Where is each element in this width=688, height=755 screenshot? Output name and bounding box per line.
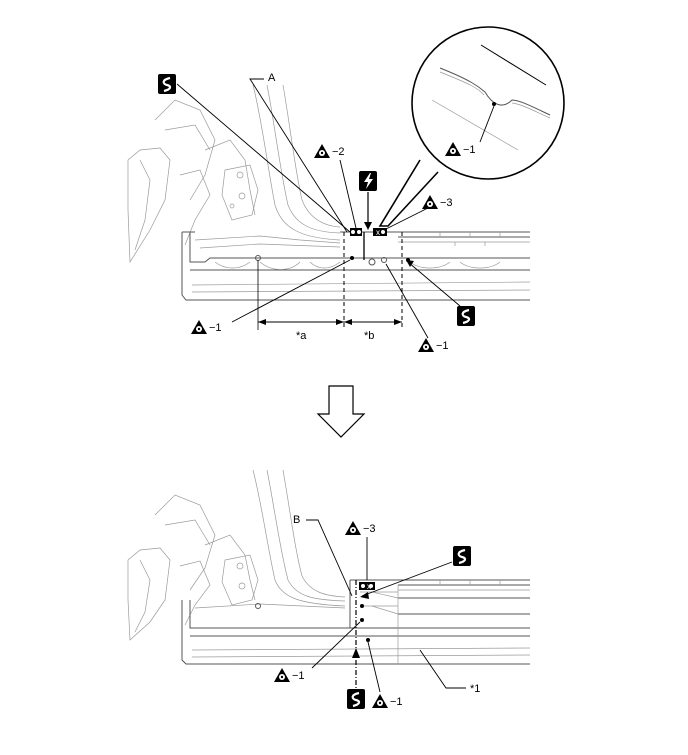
label-a-leader [249, 78, 348, 233]
label-b: B [293, 514, 300, 526]
callout-1-label: −1 [463, 144, 476, 156]
saw-cut-icon [455, 304, 477, 328]
note-1-label: *1 [470, 683, 480, 695]
svg-text:x: x [376, 228, 380, 237]
magnified-detail-bubble [378, 26, 565, 227]
label-a: A [268, 72, 276, 84]
dim-b-label: *b [364, 330, 374, 342]
spot-weld-icon [422, 195, 438, 209]
bottom-callout-left-1-label: −1 [292, 670, 305, 682]
callout-3-label: −3 [440, 197, 453, 209]
callout-left-1-label: −1 [209, 322, 222, 334]
top-rocker-panel [181, 231, 531, 301]
spot-weld-icon [345, 521, 361, 535]
spot-weld-icon [191, 320, 207, 334]
callout-right-1-label: −1 [436, 340, 449, 352]
svg-text:x: x [367, 582, 371, 591]
bottom-callout-right-1-label: −1 [390, 696, 403, 708]
dim-a-label: *a [296, 330, 307, 342]
saw-cut-icon [156, 72, 178, 96]
top-view: x *a *b A [127, 26, 565, 352]
down-arrow-icon [316, 385, 366, 438]
top-cut-lines [257, 232, 403, 330]
spot-weld-icon [418, 338, 434, 352]
top-body-structure [127, 84, 341, 264]
top-weld-points: x [350, 228, 410, 262]
weld-cut-icon [359, 171, 377, 191]
label-b-leader [306, 519, 353, 597]
spot-weld-icon [314, 144, 330, 158]
bottom-view: x B −3 −1 −1 *1 [127, 469, 531, 711]
bottom-callout-3-label: −3 [363, 523, 376, 535]
saw-cut-leader [176, 83, 351, 233]
note-1-leader [419, 649, 466, 689]
callout-2-label: −2 [332, 146, 345, 158]
bottom-rocker-panel [181, 579, 531, 665]
bottom-body-structure [127, 469, 346, 641]
top-dimensions: *a *b [258, 319, 402, 342]
saw-cut-icon [345, 687, 367, 711]
spot-weld-icon [274, 668, 290, 682]
bottom-weld-points: x [359, 582, 375, 642]
spot-weld-icon [372, 694, 388, 708]
saw-cut-icon [451, 544, 473, 568]
